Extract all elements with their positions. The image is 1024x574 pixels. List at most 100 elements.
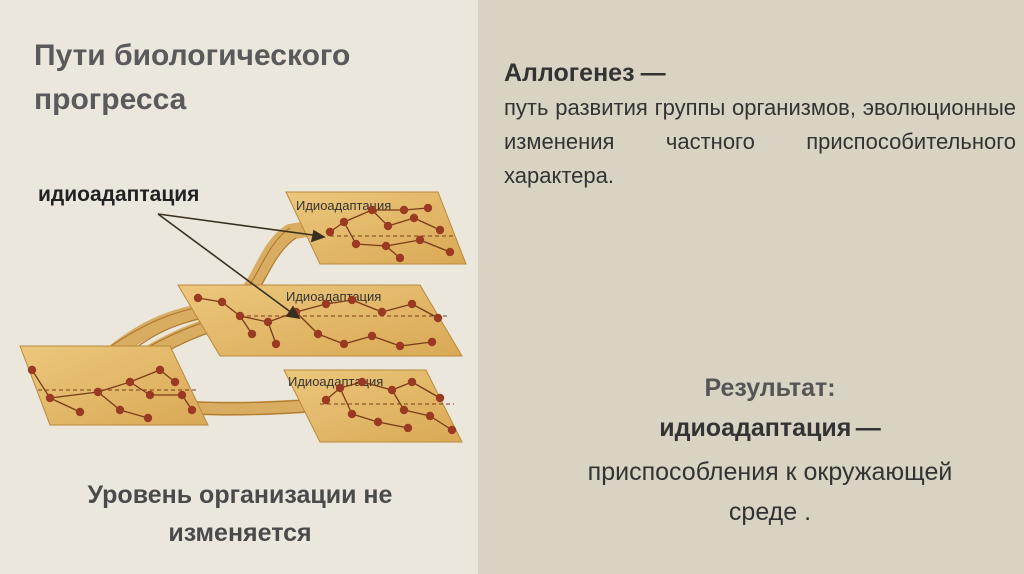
- branch-node: [383, 221, 393, 231]
- plate-middle: [177, 284, 463, 357]
- branch-node: [217, 297, 227, 307]
- branch-segment: [351, 413, 379, 423]
- branch-node: [433, 313, 443, 323]
- branch-node: [271, 339, 281, 349]
- branch-segment: [355, 243, 387, 247]
- branch-node: [45, 393, 55, 403]
- branch-segment: [361, 381, 393, 391]
- branch-node: [339, 339, 349, 349]
- branch-node: [115, 405, 125, 415]
- branch-node: [177, 390, 187, 400]
- term-dash: —: [640, 59, 666, 87]
- callout-arrows: [157, 213, 326, 320]
- term-definition: путь развития группы организмов, эволюци…: [504, 95, 1016, 188]
- branch-node: [415, 235, 425, 245]
- branch-node: [145, 390, 155, 400]
- branch-segment: [49, 391, 99, 399]
- branch-node: [235, 311, 245, 321]
- result-text: приспособления к окружающей среде .: [587, 458, 953, 526]
- branch-node: [347, 295, 357, 305]
- branch-segment: [129, 369, 161, 383]
- branch-segment: [413, 217, 441, 231]
- branch-node: [447, 425, 457, 435]
- branch-segment: [343, 209, 373, 223]
- definition-block: Аллогенез — путь развития группы организ…: [504, 56, 1016, 193]
- branch-node: [435, 393, 445, 403]
- plate-bottom-label: Идиоадаптация: [288, 374, 383, 389]
- branch-node: [387, 385, 397, 395]
- branch-node: [143, 413, 153, 423]
- slide-title: Пути биологического прогресса: [34, 39, 351, 116]
- branch-node: [425, 411, 435, 421]
- branch-node: [395, 341, 405, 351]
- branch-segment: [325, 299, 353, 305]
- branch-node: [93, 387, 103, 397]
- evolution-diagram: Идиоадаптация Идиоадаптация Идиоадаптаци…: [19, 191, 467, 443]
- plate-bottom: [283, 369, 463, 443]
- branch-node: [313, 329, 323, 339]
- branch-node: [373, 417, 383, 427]
- branch-node: [27, 365, 37, 375]
- result-dash: —: [855, 414, 881, 442]
- branch-node: [75, 407, 85, 417]
- branch-node: [351, 239, 361, 249]
- branch-segment: [377, 421, 409, 429]
- branch-node: [409, 213, 419, 223]
- branch-segment: [371, 335, 401, 347]
- branch-segment: [295, 311, 319, 335]
- branch-node: [155, 365, 165, 375]
- branch-segment: [119, 409, 149, 419]
- branch-segment: [295, 303, 327, 313]
- branch-node: [407, 299, 417, 309]
- branch-segment: [387, 217, 415, 227]
- branch-node: [170, 377, 180, 387]
- plate-origin: [19, 345, 209, 426]
- branch-segment: [97, 381, 131, 393]
- branch-node: [263, 317, 273, 327]
- branch-node: [321, 395, 331, 405]
- branch-node: [399, 205, 409, 215]
- branch-node: [367, 205, 377, 215]
- branch-node: [427, 337, 437, 347]
- branch-segment: [339, 387, 353, 415]
- branch-segment: [31, 369, 51, 399]
- branch-node: [125, 377, 135, 387]
- branch-node: [399, 405, 409, 415]
- branch-node: [187, 405, 197, 415]
- branch-segment: [411, 381, 441, 399]
- plate-middle-label: Идиоадаптация: [286, 289, 381, 304]
- branch-segment: [429, 415, 453, 431]
- branch-node: [367, 331, 377, 341]
- branch-node: [381, 241, 391, 251]
- branch-node: [193, 293, 203, 303]
- branch-segment: [385, 239, 421, 247]
- branch-node: [403, 423, 413, 433]
- branch-segment: [399, 341, 433, 347]
- branch-node: [435, 225, 445, 235]
- branch-segment: [343, 335, 373, 345]
- branch-segment: [97, 391, 121, 411]
- branch-segment: [403, 409, 431, 417]
- result-heading: Результат:: [704, 374, 836, 402]
- plate-top-label: Идиоадаптация: [296, 198, 391, 213]
- branch-node: [321, 299, 331, 309]
- right-panel: [478, 0, 1024, 574]
- branch-node: [247, 329, 257, 339]
- branch-node: [339, 217, 349, 227]
- branch-node: [377, 307, 387, 317]
- branch-segment: [411, 303, 439, 319]
- branch-segment: [239, 315, 269, 323]
- result-term: идиоадаптация: [659, 414, 852, 442]
- branch-segment: [419, 239, 451, 253]
- branch-node: [445, 247, 455, 257]
- idioadaptation-callout: идиоадаптация: [38, 183, 200, 206]
- plate-top: [285, 191, 467, 265]
- term-heading: Аллогенез: [504, 59, 635, 87]
- branch-node: [395, 253, 405, 263]
- branch-node: [357, 377, 367, 387]
- branch-segment: [49, 397, 81, 413]
- branch-node: [407, 377, 417, 387]
- branch-node: [335, 383, 345, 393]
- branch-nodes: [27, 203, 457, 435]
- branch-segment: [317, 333, 345, 345]
